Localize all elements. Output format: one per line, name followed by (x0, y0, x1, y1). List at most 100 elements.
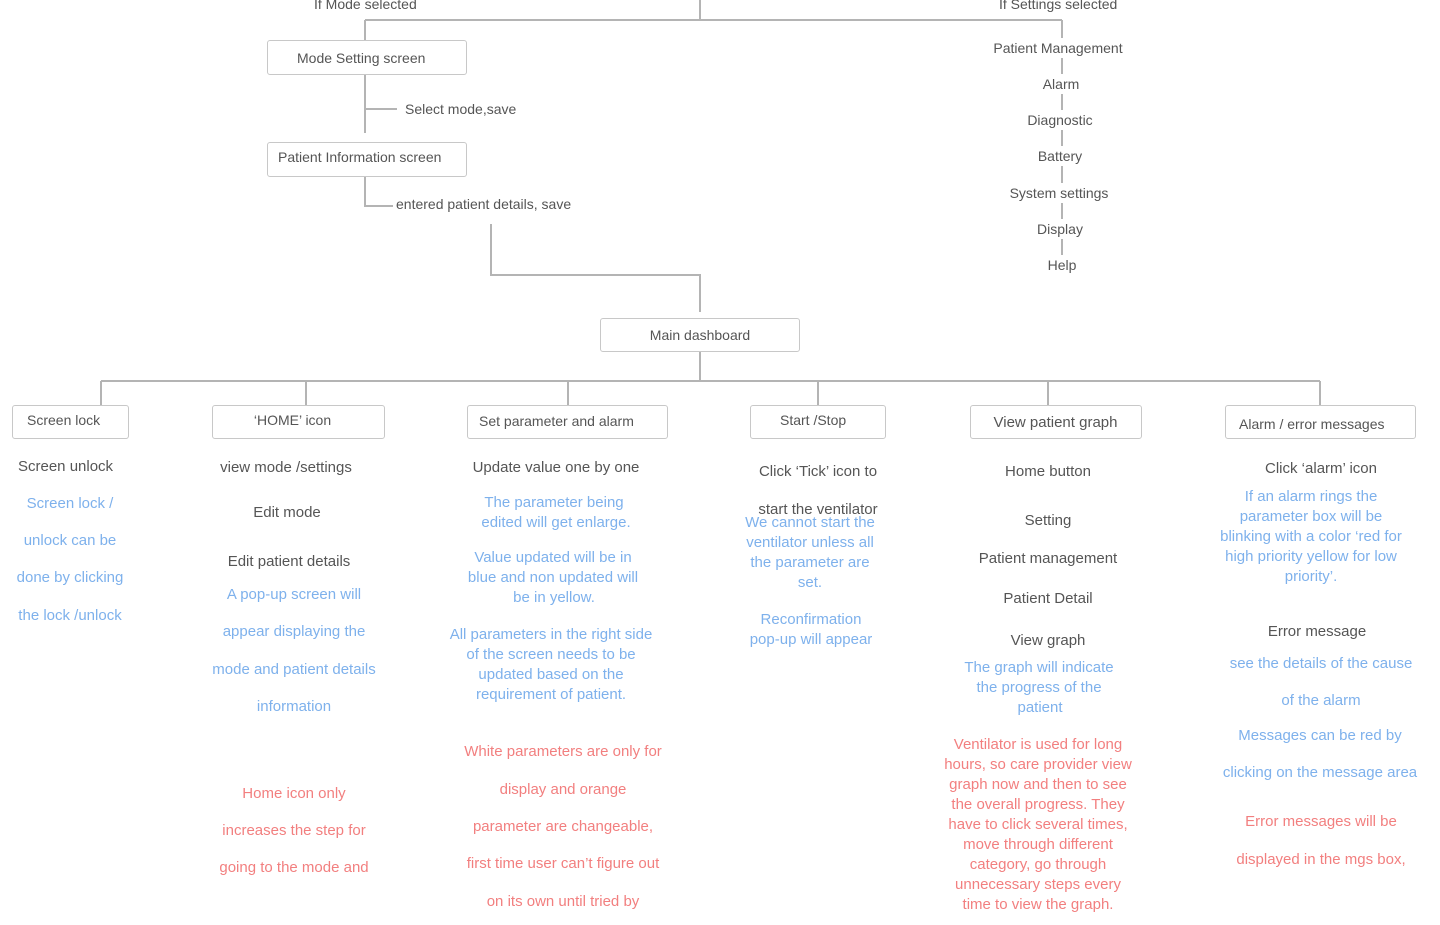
screen-lock-note-line: unlock can be (23, 532, 117, 549)
home-issue-line: Home icon only (242, 785, 346, 802)
graph-issue-line: move through different (963, 836, 1113, 853)
home-issue-line: going to the mode and (219, 859, 369, 876)
alarm-note2-line: clicking on the message area (1222, 764, 1418, 781)
set-param-note2-line: blue and non updated will (467, 569, 639, 586)
home-item-edit-patient: Edit patient details (227, 553, 351, 570)
alarm-note1-line: blinking with a color ‘red for (1220, 528, 1402, 545)
start-stop-node: Start /Stop (750, 405, 886, 439)
start-stop-note1-line: We cannot start the (745, 514, 875, 531)
patient-info-node: Patient Information screen (267, 142, 467, 177)
set-param-note3-line: requirement of patient. (475, 686, 627, 703)
select-mode-label: Select mode,save (405, 101, 517, 117)
screen-lock-node: Screen lock (12, 405, 129, 439)
alarm-note1-line: high priority yellow for low (1225, 548, 1397, 565)
view-graph-node: View patient graph (970, 405, 1142, 439)
mode-branch-label: If Mode selected (314, 0, 417, 12)
start-stop-note2-line: pop-up will appear (749, 631, 873, 648)
start-stop-note1-line: ventilator unless all (746, 534, 874, 551)
alarm-note2-line: of the alarm (1281, 692, 1361, 709)
start-stop-note1-line: set. (797, 574, 823, 591)
set-param-note3-line: updated based on the (478, 666, 624, 683)
set-param-note1-line: edited will get enlarge. (481, 514, 631, 531)
set-param-note2-line: Value updated will be in (474, 549, 632, 566)
alarm-issue-line: Error messages will be (1245, 813, 1397, 830)
home-note-line: mode and patient details (212, 661, 376, 678)
patient-info-down-line (364, 177, 393, 207)
home-item-view-mode: view mode /settings (220, 459, 352, 476)
settings-item-system-settings: System settings (1007, 183, 1111, 203)
set-param-issue-line: display and orange (499, 781, 627, 798)
alarm-note1-line: parameter box will be (1239, 508, 1383, 525)
alarm-main: Click ‘alarm’ icon (1265, 460, 1377, 477)
graph-note-line: the progress of the (976, 679, 1102, 696)
view-graph-label: View patient graph (993, 413, 1118, 431)
home-icon-node: ‘HOME’ icon (212, 405, 385, 439)
graph-item-home-button: Home button (1005, 463, 1091, 480)
start-stop-main-line: start the ventilator (758, 501, 878, 518)
patient-info-label: Patient Information screen (278, 149, 442, 165)
set-param-issue-line: on its own until tried by (486, 893, 640, 910)
settings-item-patient-management: Patient Management (991, 38, 1125, 58)
alarm-issue-line: displayed in the mgs box, (1236, 851, 1406, 868)
graph-issue-line: category, go through (969, 856, 1107, 873)
graph-note-line: patient (1017, 699, 1063, 716)
alarm-note2-line: Messages can be red by (1238, 727, 1402, 744)
set-param-note1-line: The parameter being (484, 494, 624, 511)
main-dashboard-label: Main dashboard (649, 327, 751, 343)
home-issue-line: increases the step for (222, 822, 366, 839)
screen-lock-note-line: Screen lock / (26, 495, 114, 512)
screen-lock-main: Screen unlock (18, 458, 114, 475)
alarm-note1-line: If an alarm rings the (1244, 488, 1378, 505)
home-note-line: appear displaying the (222, 623, 366, 640)
entered-details-label: entered patient details, save (396, 196, 572, 212)
set-param-label: Set parameter and alarm (479, 413, 634, 429)
graph-item-patient-detail: Patient Detail (1003, 590, 1093, 607)
home-item-edit-mode: Edit mode (253, 504, 321, 521)
set-param-note3-line: of the screen needs to be (466, 646, 636, 663)
settings-item-display: Display (1035, 219, 1085, 239)
screen-lock-label: Screen lock (27, 412, 101, 428)
home-icon-label: ‘HOME’ icon (253, 412, 332, 428)
settings-item-battery: Battery (1035, 146, 1085, 166)
graph-issue-line: unnecessary steps every (955, 876, 1121, 893)
start-stop-note2-line: Reconfirmation (760, 611, 862, 628)
start-stop-note1-line: the parameter are (750, 554, 870, 571)
main-dashboard-node: Main dashboard (600, 318, 800, 352)
graph-item-patient-management: Patient management (978, 550, 1118, 567)
alarm-note1-line: priority’. (1284, 568, 1338, 585)
start-stop-main-line: Click ‘Tick’ icon to (758, 463, 878, 480)
set-param-issue-line: first time user can’t figure out (466, 855, 660, 872)
alarm-note2-line: see the details of the cause (1229, 655, 1413, 672)
graph-issue-line: have to click several times, (948, 816, 1128, 833)
set-param-node: Set parameter and alarm (467, 405, 668, 439)
graph-issue-line: the overall progress. They (951, 796, 1125, 813)
graph-issue-line: graph now and then to see (949, 776, 1127, 793)
set-param-note2-line: be in yellow. (513, 589, 595, 606)
home-note-line: A pop-up screen will (226, 586, 362, 603)
mode-setting-label: Mode Setting screen (297, 49, 426, 66)
graph-issue-line: time to view the graph. (962, 896, 1114, 913)
settings-item-help: Help (1045, 255, 1079, 275)
settings-item-diagnostic: Diagnostic (1025, 110, 1095, 130)
graph-issue-line: Ventilator is used for long (953, 736, 1123, 753)
set-param-issue-line: parameter are changeable, (472, 818, 654, 835)
graph-issue-line: hours, so care provider view (944, 756, 1132, 773)
settings-branch-label: If Settings selected (999, 0, 1118, 12)
alarm-messages-label: Alarm / error messages (1239, 415, 1385, 432)
graph-item-setting: Setting (1024, 512, 1072, 529)
error-message-title: Error message (1267, 623, 1367, 640)
start-stop-label: Start /Stop (780, 412, 847, 428)
screen-lock-note-line: the lock /unlock (18, 607, 122, 624)
merge-line (490, 224, 701, 312)
screen-lock-note-line: done by clicking (16, 569, 124, 586)
settings-item-alarm: Alarm (1040, 74, 1082, 94)
mode-setting-node: Mode Setting screen (267, 40, 467, 75)
graph-note-line: The graph will indicate (964, 659, 1114, 676)
alarm-messages-node: Alarm / error messages (1225, 405, 1416, 439)
set-param-issue-line: White parameters are only for (464, 743, 662, 760)
set-param-note3-line: All parameters in the right side (449, 626, 653, 643)
set-param-main: Update value one by one (472, 459, 640, 476)
home-note-line: information (256, 698, 332, 715)
graph-item-view-graph: View graph (1010, 632, 1086, 649)
